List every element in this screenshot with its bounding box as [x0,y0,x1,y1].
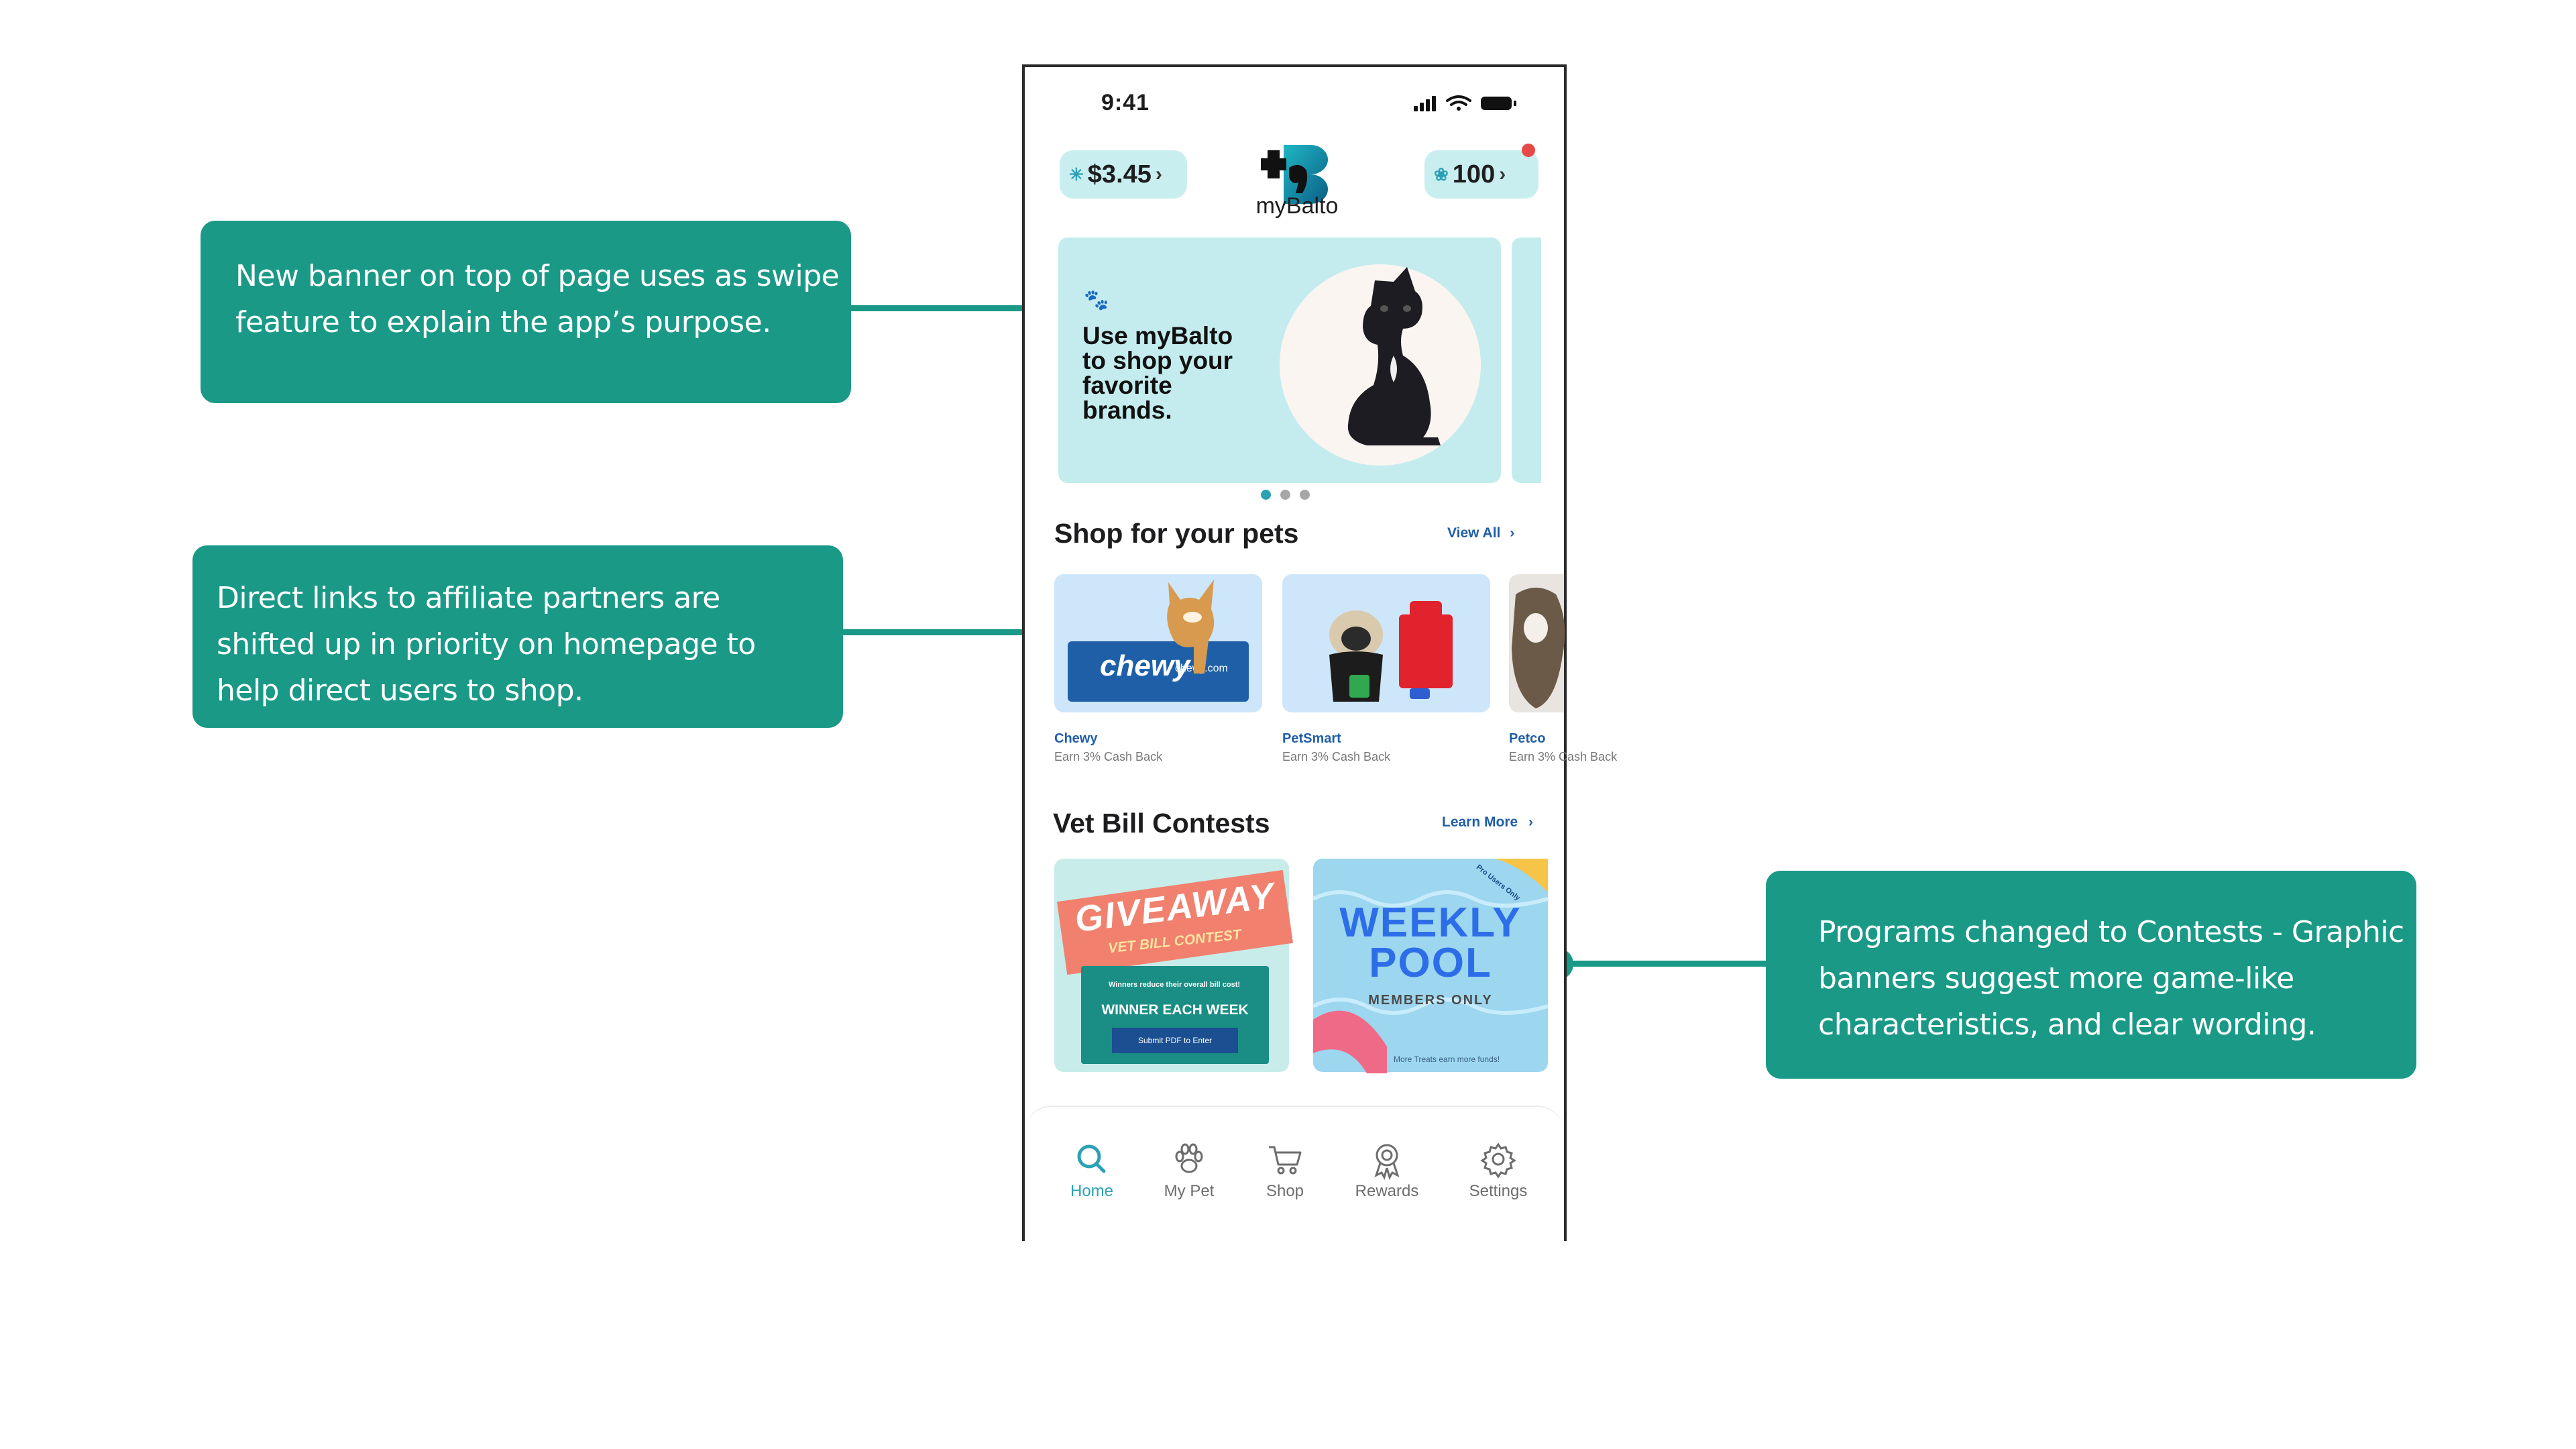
partner-name[interactable]: Petco [1509,731,1546,746]
chewy-box [1068,641,1249,702]
award-icon [1374,1144,1400,1180]
signal-icon [1414,96,1436,111]
paw-icon: 🐾 [1084,289,1109,311]
balance-value: $3.45 [1087,160,1152,189]
tab-label: Shop [1266,1182,1304,1200]
tab-shop[interactable]: Shop [1238,1140,1332,1201]
annotation-contests-text: Programs changed to Contests - Graphic b… [1818,914,2404,1042]
learn-more-link[interactable]: Learn More › [1442,814,1533,830]
giveaway-contest-banner[interactable]: GIVEAWAY VET BILL CONTEST Winners reduce… [1054,859,1294,1072]
connector-line [843,629,1051,635]
connector-line [851,305,1059,311]
chevron-right-icon: › [1155,163,1162,185]
sparkle-icon: ✳ [1069,164,1084,184]
petsmart-image [1329,601,1453,702]
view-all-label: View All [1447,525,1501,541]
partner-name[interactable]: PetSmart [1282,731,1341,746]
petco-dog-image [1512,588,1565,708]
points-pill[interactable]: ❀ 100 › [1424,150,1538,199]
annotation-affiliates-text: Direct links to affiliate partners are s… [217,581,756,708]
pool-line2: POOL [1369,940,1492,986]
learn-more-label: Learn More [1442,814,1518,830]
annotation-banner-text: New banner on top of page uses as swipe … [235,259,840,339]
partner-cashback: Earn 3% Cash Back [1054,750,1163,763]
annotation-banner: New banner on top of page uses as swipe … [201,221,851,403]
dog-image [1167,580,1215,674]
balance-pill[interactable]: ✳ $3.45 › [1060,150,1187,199]
status-time: 9:41 [1101,90,1150,115]
search-icon [1077,1144,1106,1173]
carousel-dot[interactable] [1300,490,1310,500]
partner-cashback: Earn 3% Cash Back [1282,750,1391,763]
annotation-contests: Programs changed to Contests - Graphic b… [1766,871,2416,1079]
tab-label: My Pet [1164,1182,1215,1200]
giveaway-small: Winners reduce their overall bill cost! [1108,981,1241,989]
carousel-dot[interactable] [1280,490,1290,500]
pool-footer: More Treats earn more funds! [1394,1055,1500,1064]
points-value: 100 [1452,160,1496,189]
partner-card-petco[interactable] [1509,574,1565,712]
partner-cashback: Earn 3% Cash Back [1509,750,1618,763]
carousel-dot[interactable] [1261,490,1271,500]
carousel-dots[interactable] [1261,490,1319,503]
submit-pdf-button[interactable]: Submit PDF to Enter [1112,1028,1238,1053]
next-banner-peek[interactable] [1512,237,1541,483]
phone-screen: 9:41 ✳ $3.45 › myBalto ❀ 100 [1022,64,1618,1245]
tab-label: Rewards [1355,1182,1419,1200]
paw-icon [1175,1143,1203,1173]
gear-icon [1480,1142,1516,1179]
pool-members: MEMBERS ONLY [1368,993,1493,1008]
tab-settings[interactable]: Settings [1451,1140,1545,1201]
chewy-logo: chewy [1100,649,1190,682]
pool-background [1312,859,1549,1073]
tab-label: Settings [1469,1182,1528,1200]
connector-line [1569,961,1766,967]
weekly-pool-contest-banner[interactable]: Pro Users Only WEEKLY POOL MEMBERS ONLY … [1312,859,1549,1073]
paw-icon: ❀ [1434,164,1449,184]
giveaway-winner: WINNER EACH WEEK [1101,1002,1249,1018]
shop-section-title: Shop for your pets [1054,518,1299,549]
banner-text: Use myBalto to shop your favorite brands… [1082,322,1233,424]
mybalto-logo [1261,145,1328,204]
notification-dot [1522,144,1535,157]
contests-section-title: Vet Bill Contests [1053,808,1270,839]
partner-card-petsmart[interactable] [1282,574,1490,712]
annotation-affiliates: Direct links to affiliate partners are s… [192,545,843,728]
tab-my-pet[interactable]: My Pet [1142,1140,1236,1201]
tab-rewards[interactable]: Rewards [1340,1140,1434,1201]
chevron-right-icon: › [1528,814,1534,830]
wifi-icon [1446,95,1471,111]
partner-name[interactable]: Chewy [1054,731,1098,746]
bottom-tab-bar: Home My Pet Shop Rewards S [1025,1106,1564,1245]
pool-line1: WEEKLY [1339,900,1522,946]
tab-label: Home [1070,1182,1114,1200]
logo-text: myBalto [1255,193,1339,219]
french-bulldog-image [1347,267,1441,445]
view-all-link[interactable]: View All › [1447,525,1514,541]
chevron-right-icon: › [1510,525,1515,541]
cart-icon [1269,1146,1302,1175]
partner-card-chewy[interactable]: chewy chewy.com [1054,574,1262,712]
hero-banner[interactable]: 🐾 Use myBalto to shop your favorite bran… [1058,237,1501,483]
status-icons [1414,95,1516,111]
tab-home[interactable]: Home [1045,1140,1139,1201]
battery-icon [1481,97,1516,110]
chevron-right-icon: › [1499,163,1506,185]
